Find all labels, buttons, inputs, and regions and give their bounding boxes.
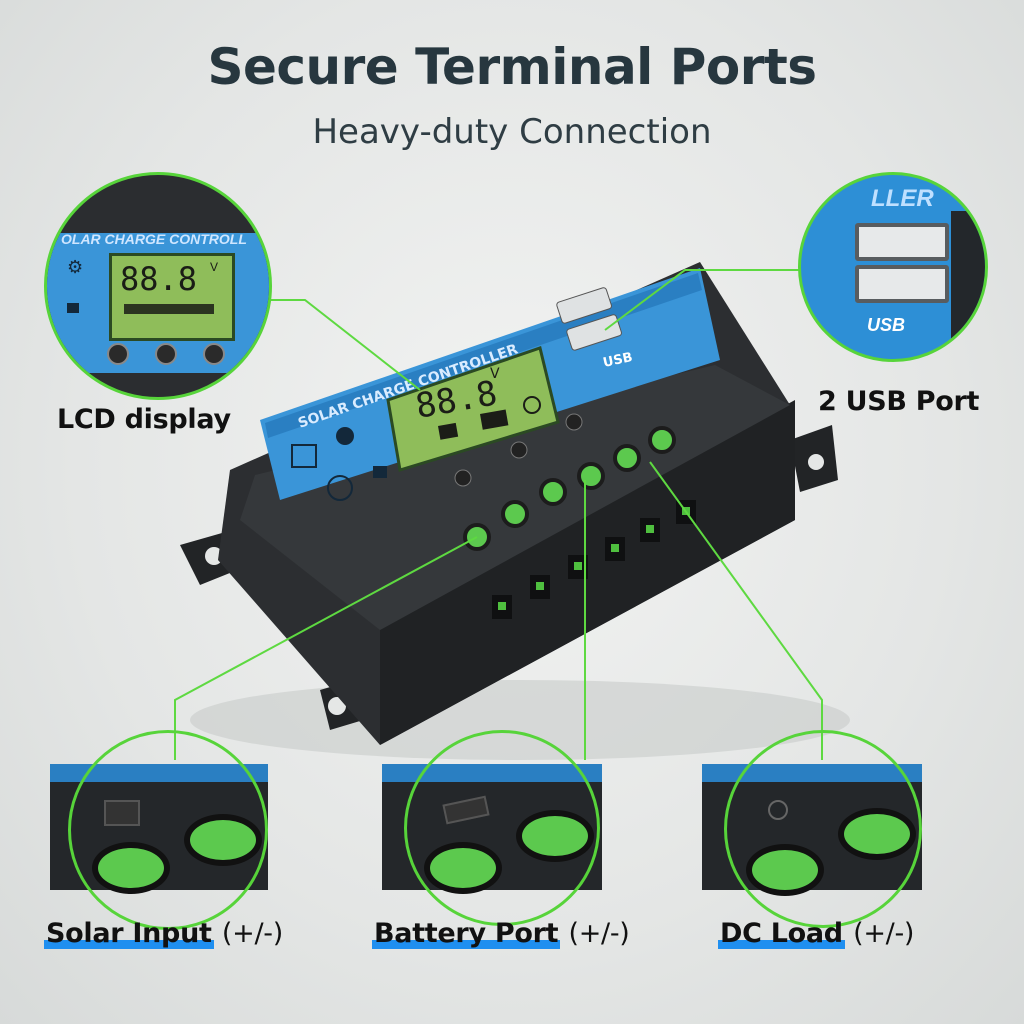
usb-zoom-port-1 [855, 223, 949, 261]
usb-zoom-label: USB [867, 315, 906, 335]
device-button-2 [510, 441, 528, 459]
dc-load-label-polarity: (+/-) [844, 918, 915, 949]
device-usb-label: USB [602, 350, 634, 371]
solar-input-label-polarity: (+/-) [213, 918, 283, 949]
lcd-zoom-icons [124, 304, 214, 332]
panel-menu-icon [291, 444, 317, 468]
usb-zoom-title: LLER [871, 185, 934, 212]
device-lcd-solar-icon [438, 422, 459, 440]
battery-port-label-main: Battery Port [372, 918, 561, 949]
device-usb-port-1 [556, 287, 612, 324]
device-lcd-unit: V [490, 366, 500, 382]
page-subtitle: Heavy-duty Connection [312, 112, 712, 152]
solar-input-label: Solar Input (+/-) [44, 918, 283, 949]
solar-input-label-main: Solar Input [44, 918, 214, 949]
lcd-zoom-reading: 88.8 [120, 260, 198, 298]
lcd-display-label: LCD display [57, 404, 231, 435]
lcd-zoom-screen: 88.8 V [109, 253, 235, 341]
solar-zoom-ring [68, 730, 268, 930]
panel-clock-icon [327, 475, 353, 501]
gear-icon: ⚙ [67, 257, 84, 277]
lock-icon [67, 303, 79, 313]
lcd-zoom-callout: OLAR CHARGE CONTROLL 88.8 V ⚙ [44, 172, 272, 400]
page-title: Secure Terminal Ports [207, 38, 817, 96]
device-usb-port-2 [566, 314, 622, 351]
device-lcd [386, 346, 560, 472]
lcd-zoom-button-1 [107, 343, 129, 365]
panel-gear-icon [336, 427, 354, 445]
lcd-zoom-button-3 [203, 343, 225, 365]
dc-load-label-main: DC Load [718, 918, 845, 949]
device-lcd-bulb-icon [523, 396, 541, 414]
battery-port-label: Battery Port (+/-) [372, 918, 630, 949]
lcd-zoom-unit: V [210, 260, 219, 274]
usb-zoom-callout: LLER USB [798, 172, 988, 362]
device-button-1 [454, 469, 472, 487]
load-zoom-ring [724, 730, 922, 928]
lcd-zoom-title: OLAR CHARGE CONTROLL [61, 231, 247, 247]
panel-lock-icon [373, 466, 387, 478]
usb-zoom-port-2 [855, 265, 949, 303]
usb-port-label: 2 USB Port [818, 386, 980, 417]
lcd-zoom-button-2 [155, 343, 177, 365]
device-lcd-battery-icon [480, 409, 509, 430]
terminal-screws [463, 426, 676, 551]
dc-load-label: DC Load (+/-) [718, 918, 914, 949]
device-button-3 [565, 413, 583, 431]
battery-zoom-ring [404, 730, 600, 926]
battery-port-label-polarity: (+/-) [560, 918, 630, 949]
